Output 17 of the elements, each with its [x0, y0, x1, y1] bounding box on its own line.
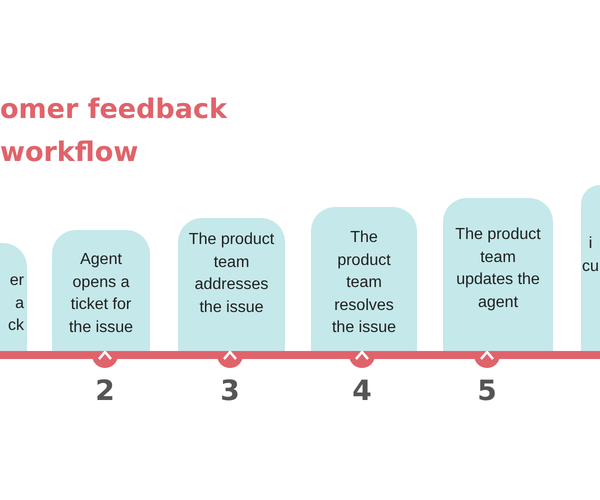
step-card [0, 243, 27, 351]
step-number: 2 [94, 374, 116, 407]
step-text: The product team addresses the issue [188, 230, 276, 318]
step-text: i cu [581, 234, 600, 276]
step-card [443, 198, 553, 351]
step-card [311, 207, 417, 351]
step-number: 3 [219, 374, 241, 407]
step-card [52, 230, 150, 351]
step-card [178, 218, 285, 351]
step-card [581, 185, 600, 351]
step-text: The product team updates the agent [454, 225, 542, 312]
step-number: 5 [476, 374, 498, 407]
step-text: The product team resolves the issue [330, 228, 398, 338]
step-text: er a ck [7, 271, 24, 336]
step-text: Agent opens a ticket for the issue [68, 250, 134, 338]
title: omer feedback workflow [0, 93, 228, 170]
step-number: 4 [351, 374, 373, 407]
